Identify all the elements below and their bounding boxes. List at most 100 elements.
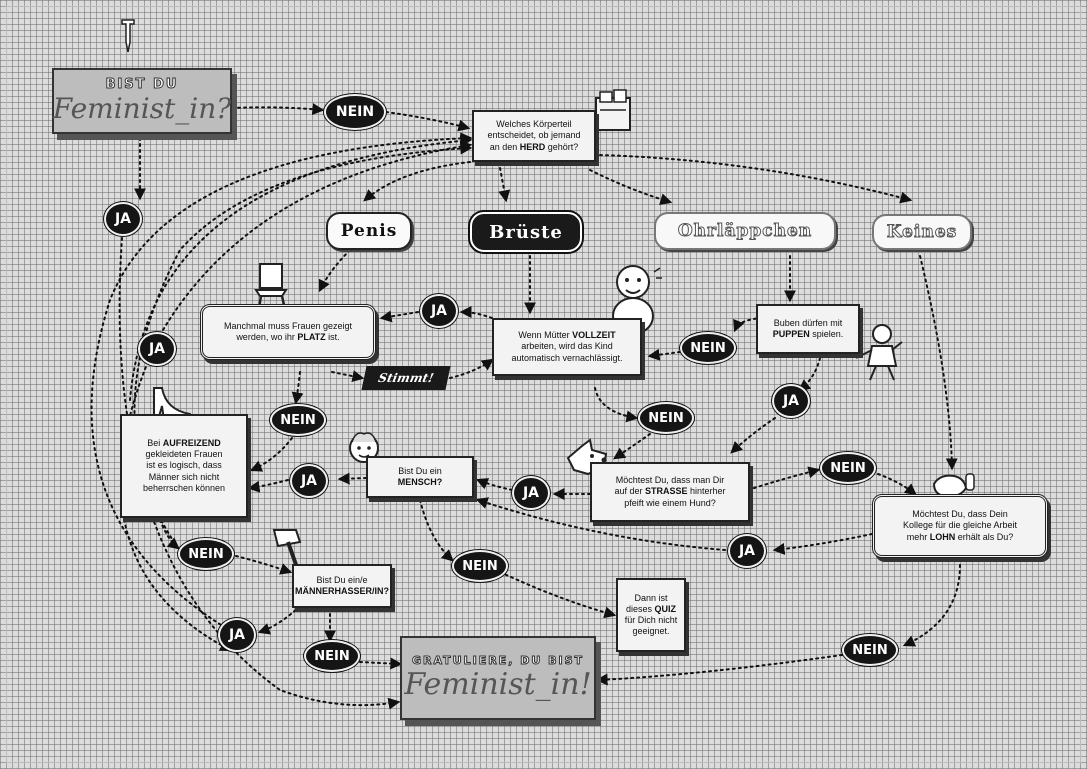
- option-brueste: Brüste: [470, 212, 582, 252]
- answer-nein: NEIN: [304, 640, 360, 672]
- q-keyword: MENSCH?: [397, 477, 443, 487]
- edge-keines-lohn: [919, 255, 958, 471]
- q-text: hinterher: [687, 486, 726, 497]
- result-top: GRATULIERE, DU BIST: [412, 654, 584, 668]
- answer-nein: NEIN: [842, 634, 898, 666]
- edge-nein-aufreizend: [249, 437, 293, 472]
- q-text: Bei: [147, 437, 163, 448]
- edge-nein-quiz: [499, 571, 617, 619]
- edge-koerperteil-ohr: [589, 169, 673, 205]
- edge-vollzeit-nein: [594, 387, 639, 423]
- q-text: geeignet.: [632, 626, 670, 637]
- edge-lohn-ja: [772, 533, 873, 555]
- edge-loop-koerperteil-1: [159, 140, 473, 336]
- q-text: ist.: [325, 332, 340, 342]
- q-text: für Dich nicht: [624, 615, 678, 625]
- result-main: Feminist_in!: [404, 667, 592, 702]
- child-face-icon: [349, 432, 379, 463]
- q-text: entscheidet, ob jemand: [487, 130, 581, 141]
- q-keyword: MÄNNERHASSER/IN?: [295, 586, 390, 596]
- q-text: werden, wo ihr: [236, 332, 298, 342]
- quiz-title-top: BIST DU: [105, 77, 179, 93]
- edge-ja-strasse: [730, 417, 776, 454]
- answer-ja: JA: [772, 384, 810, 418]
- edge-nein-result2: [359, 657, 403, 670]
- q-keyword: PLATZ: [297, 332, 326, 342]
- answer-nein: NEIN: [178, 538, 234, 570]
- q-text: Kollege für die gleiche Arbeit: [902, 520, 1018, 531]
- q-text: arbeiten, wird das Kind: [521, 341, 613, 352]
- q-text: Möchtest Du, dass man Dir: [615, 475, 725, 486]
- edge-maennerhasser-ja: [257, 605, 301, 635]
- answer-ja: JA: [512, 476, 550, 510]
- q-text: Möchtest Du, dass Dein: [912, 509, 1008, 520]
- edge-ja-mensch2: [475, 497, 726, 551]
- edge-penis-platz: [318, 249, 351, 293]
- answer-ja: JA: [728, 534, 766, 568]
- q-text: Manchmal muss Frauen gezeigt: [223, 320, 353, 331]
- q-text: gehört?: [545, 141, 579, 152]
- edge-koerperteil-penis: [363, 161, 471, 202]
- answer-ja: JA: [290, 464, 328, 498]
- edge-ja-aufreizend: [247, 479, 289, 493]
- edge-vollzeit-ja: [459, 306, 493, 319]
- edge-nein-strasse: [613, 433, 651, 460]
- money-bag-icon: [932, 473, 975, 498]
- doll-icon: [855, 324, 903, 381]
- option-penis: Penis: [326, 212, 412, 250]
- edge-mensch-ja: [337, 472, 367, 485]
- edge-loop-koerperteil-3: [90, 132, 473, 635]
- q-text: Bist Du ein: [398, 465, 442, 476]
- quiz-title-main: Feminist_in?: [52, 92, 232, 125]
- edge-koerperteil-keines: [599, 154, 913, 204]
- q-text: spielen.: [809, 329, 844, 339]
- edge-ja-result-loop: [118, 237, 401, 710]
- edge-ja-mensch: [475, 478, 513, 491]
- quiz-title: BIST DU Feminist_in?: [52, 68, 232, 134]
- edge-nein-maennerhasser: [235, 555, 293, 575]
- answer-nein: NEIN: [324, 94, 386, 130]
- edge-nein-result: [595, 654, 843, 686]
- q-keyword: HERD: [519, 141, 546, 152]
- answer-nein: NEIN: [680, 332, 736, 364]
- edge-nein-koerperteil: [385, 111, 471, 132]
- edge-title-nein: [231, 103, 325, 116]
- edge-loop-koerperteil-2: [129, 134, 473, 401]
- answer-nein: NEIN: [820, 452, 876, 484]
- q-text: Männer sich nicht: [148, 471, 220, 482]
- q-text: beherrschen können: [142, 482, 226, 493]
- edge-ja-platz: [379, 310, 419, 323]
- q-text: automatisch vernachlässigt.: [511, 352, 623, 363]
- option-ohrlaeppchen: Ohrläppchen: [654, 212, 836, 250]
- q-keyword: PUPPEN: [772, 329, 810, 339]
- edge-strasse-nein: [747, 466, 821, 491]
- answer-nein: NEIN: [638, 402, 694, 434]
- q-text: Buben dürfen mit: [773, 317, 843, 328]
- option-keines: Keines: [872, 214, 972, 250]
- result-box: GRATULIERE, DU BIST Feminist_in!: [400, 636, 596, 720]
- q-text: Welches Körperteil: [496, 119, 572, 130]
- q-text: ist es logisch, dass: [146, 460, 222, 471]
- q-text: gekleideten Frauen: [145, 449, 223, 460]
- edge-stimmt-vollzeit: [449, 358, 494, 379]
- answer-nein: NEIN: [452, 550, 508, 582]
- high-heel-icon: [153, 387, 196, 421]
- edge-platz-stimmt: [331, 370, 365, 383]
- answer-ja: JA: [104, 202, 142, 236]
- q-text: Bist Du ein/e: [316, 574, 368, 585]
- answer-ja: JA: [420, 294, 458, 328]
- answer-ja: JA: [138, 332, 176, 366]
- q-keyword: AUFREIZEND: [162, 437, 221, 448]
- answer-ja: JA: [218, 618, 256, 652]
- edge-puppen-ja: [798, 357, 821, 392]
